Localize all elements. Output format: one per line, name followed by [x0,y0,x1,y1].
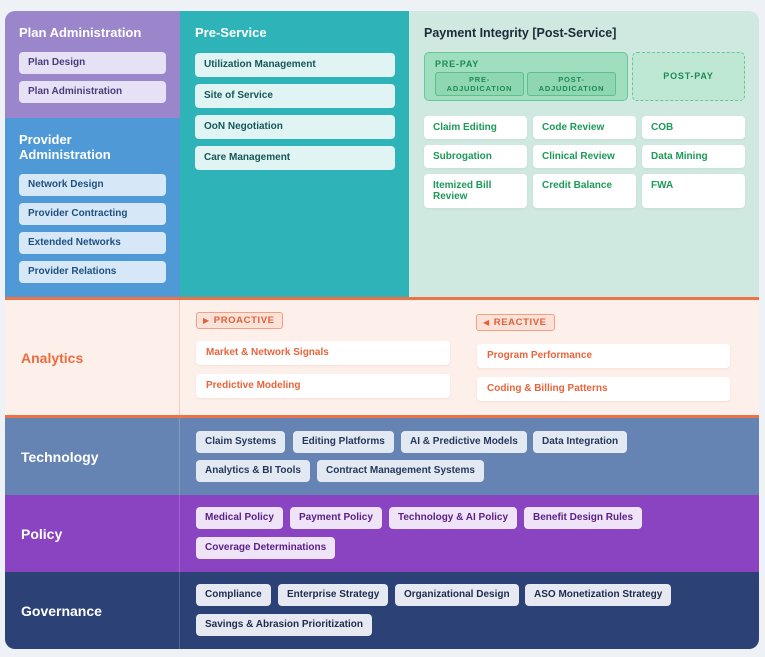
organizational-design-item: Organizational Design [395,584,519,606]
post-adjudication-box: POST- ADJUDICATION [527,72,616,96]
data-mining-item: Data Mining [642,145,745,168]
technology-section: Technology Claim Systems Editing Platfor… [5,418,759,495]
analytics-section: Analytics ▶PROACTIVE Market & Network Si… [5,297,759,418]
oon-negotiation-item: OoN Negotiation [195,115,395,139]
code-review-item: Code Review [533,116,636,139]
compliance-item: Compliance [196,584,271,606]
credit-balance-item: Credit Balance [533,174,636,208]
proactive-tag: ▶PROACTIVE [196,312,283,329]
technology-divider [179,418,180,495]
reactive-tag: ◀REACTIVE [476,314,555,331]
savings-abrasion-prioritization-item: Savings & Abrasion Prioritization [196,614,372,636]
plan-administration-item: Plan Administration [19,81,166,103]
itemized-bill-review-item: Itemized Bill Review [424,174,527,208]
plan-design-item: Plan Design [19,52,166,74]
contract-management-systems-item: Contract Management Systems [317,460,484,482]
market-network-signals-item: Market & Network Signals [196,341,450,365]
payment-integrity-title: Payment Integrity [Post-Service] [424,26,617,40]
reactive-label: REACTIVE [493,317,547,328]
claim-editing-item: Claim Editing [424,116,527,139]
policy-section: Policy Medical Policy Payment Policy Tec… [5,495,759,572]
provider-administration-section: Provider Administration Network Design P… [5,118,180,299]
payment-policy-item: Payment Policy [290,507,382,529]
fwa-item: FWA [642,174,745,208]
policy-divider [179,495,180,572]
subrogation-item: Subrogation [424,145,527,168]
predictive-modeling-item: Predictive Modeling [196,374,450,398]
coverage-determinations-item: Coverage Determinations [196,537,336,559]
site-of-service-item: Site of Service [195,84,395,108]
plan-administration-section: Plan Administration Plan Design Plan Adm… [5,11,180,118]
play-right-icon: ▶ [203,316,210,325]
pre-adjudication-box: PRE- ADJUDICATION [435,72,524,96]
provider-relations-item: Provider Relations [19,261,166,283]
coding-billing-patterns-item: Coding & Billing Patterns [477,377,730,401]
policy-title: Policy [21,526,63,542]
analytics-divider [179,300,180,415]
analytics-bi-tools-item: Analytics & BI Tools [196,460,310,482]
post-pay-group: POST-PAY [632,52,745,101]
program-performance-item: Program Performance [477,344,730,368]
enterprise-strategy-item: Enterprise Strategy [278,584,389,606]
benefit-design-rules-item: Benefit Design Rules [524,507,643,529]
provider-contracting-item: Provider Contracting [19,203,166,225]
technology-ai-policy-item: Technology & AI Policy [389,507,518,529]
play-left-icon: ◀ [483,318,490,327]
governance-divider [179,572,180,649]
payment-integrity-section: Payment Integrity [Post-Service] PRE-PAY… [409,11,759,299]
clinical-review-item: Clinical Review [533,145,636,168]
proactive-label: PROACTIVE [213,315,275,326]
pre-service-title: Pre-Service [195,25,267,40]
technology-title: Technology [21,449,99,465]
governance-section: Governance Compliance Enterprise Strateg… [5,572,759,649]
aso-monetization-strategy-item: ASO Monetization Strategy [525,584,672,606]
cob-item: COB [642,116,745,139]
framework-diagram: Plan Administration Plan Design Plan Adm… [5,11,759,649]
medical-policy-item: Medical Policy [196,507,283,529]
top-band: Plan Administration Plan Design Plan Adm… [5,11,759,299]
provider-administration-title: Provider Administration [19,132,111,162]
ai-predictive-models-item: AI & Predictive Models [401,431,527,453]
plan-administration-title: Plan Administration [19,25,142,40]
pre-service-section: Pre-Service Utilization Management Site … [180,11,409,299]
network-design-item: Network Design [19,174,166,196]
extended-networks-item: Extended Networks [19,232,166,254]
governance-title: Governance [21,603,102,619]
pre-pay-label: PRE-PAY [435,59,480,69]
data-integration-item: Data Integration [533,431,628,453]
pre-pay-group: PRE-PAY PRE- ADJUDICATION POST- ADJUDICA… [424,52,628,101]
claim-systems-item: Claim Systems [196,431,286,453]
utilization-management-item: Utilization Management [195,53,395,77]
care-management-item: Care Management [195,146,395,170]
editing-platforms-item: Editing Platforms [293,431,394,453]
analytics-title: Analytics [21,350,84,366]
